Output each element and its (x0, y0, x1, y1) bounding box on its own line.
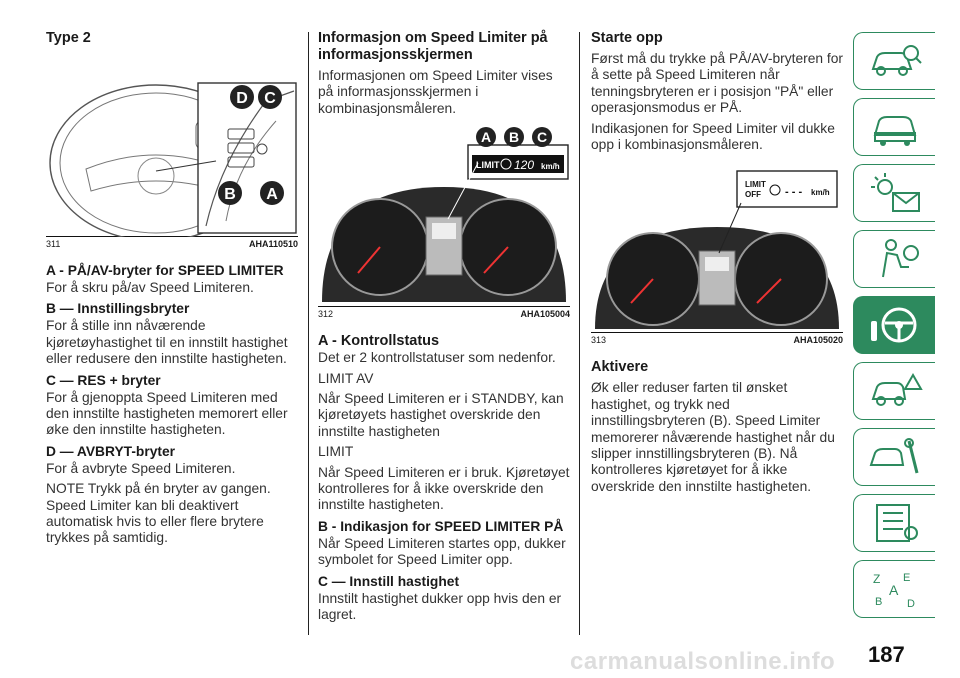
airbag-seat-icon (881, 239, 919, 278)
chapter-tab-safety[interactable] (853, 230, 935, 288)
section-b-text: For å stille inn nåværende kjøretøyhasti… (46, 318, 288, 367)
figure-312: LIMIT 120 km/h A B C (318, 127, 570, 308)
car-search-icon (871, 45, 922, 76)
svg-text:B: B (875, 596, 882, 608)
display-limit-off: OFF (745, 190, 761, 199)
steering-wheel-illustration: D C B A (49, 82, 297, 242)
section-a-title: A - PÅ/AV-bryter for SPEED LIMITER (46, 263, 284, 278)
figure-311: D C B A (46, 51, 298, 242)
paragraph-3: Øk eller reduser farten til ønsket hasti… (591, 380, 835, 494)
column-3: Starte opp Først må du trykke på PÅ/AV-b… (591, 30, 843, 497)
callout-d-label: D (236, 90, 248, 107)
car-wrench-icon (869, 438, 918, 474)
svg-text:Z: Z (873, 572, 880, 586)
section-heading: Starte opp (591, 30, 663, 46)
display-unit: km/h (811, 188, 830, 197)
section-heading: Informasjon om Speed Limiter på informas… (318, 30, 548, 63)
status2-label: LIMIT (318, 444, 354, 460)
section-heading: Aktivere (591, 359, 649, 376)
figure-caption: 313 AHA105020 (591, 333, 843, 345)
section-a-title: A - Kontrollstatus (318, 333, 440, 350)
section-a-text: For å skru på/av Speed Limiteren. (46, 280, 254, 295)
section-c-text: For å gjenoppta Speed Limiteren med den … (46, 389, 288, 438)
section-b-title: B - Indikasjon for SPEED LIMITER PÅ (318, 518, 564, 534)
light-message-icon (870, 173, 920, 212)
column-divider (579, 32, 580, 635)
section-heading: Type 2 (46, 30, 91, 46)
chapter-tab-car-info[interactable] (853, 98, 935, 156)
status2-text: Når Speed Limiteren er i bruk. Kjøretøye… (318, 464, 570, 513)
callout-c (258, 85, 282, 109)
figure-code: AHA110510 (248, 239, 298, 249)
figure-313: LIMIT OFF - - - km/h (591, 167, 843, 334)
callout-c (532, 127, 552, 148)
callout-a (476, 127, 496, 148)
section-c-title: C — Innstill hastighet (318, 573, 460, 589)
callout-a (260, 181, 284, 205)
note-text: NOTE Trykk på én bryter av gangen. Speed… (46, 481, 271, 546)
car-warning-icon (871, 372, 923, 406)
column-1: Type 2 D C B A 311 AHA110510 (46, 30, 298, 549)
callout-c-label: C (537, 129, 547, 145)
chapter-tab-emergency[interactable] (853, 362, 935, 420)
chapter-tab-car-search[interactable] (853, 32, 935, 90)
chapter-tab-driving[interactable] (853, 296, 935, 354)
figure-number: 311 (46, 239, 61, 249)
chapter-tab-specifications[interactable] (853, 494, 935, 552)
status1-label: LIMIT AV (318, 370, 374, 386)
display-limit-label: LIMIT (476, 160, 500, 170)
section-a-text: Det er 2 kontrollstatuser som nedenfor. (318, 350, 556, 366)
svg-text:D: D (907, 598, 915, 610)
display-unit: km/h (541, 162, 560, 171)
callout-b (504, 127, 524, 148)
watermark: carmanualsonline.info (570, 648, 836, 675)
callout-b-label: B (509, 129, 519, 145)
display-limit-label: LIMIT (745, 180, 766, 189)
display-speed: 120 (514, 158, 534, 172)
column-2: Informasjon om Speed Limiter på informas… (318, 30, 570, 626)
display-speed: - - - (785, 186, 802, 198)
intro-text: Informasjonen om Speed Limiter vises på … (318, 68, 553, 116)
section-c-text: Innstilt hastighet dukker opp hvis den e… (318, 590, 562, 623)
paragraph-2: Indikasjonen for Speed Limiter vil dukke… (591, 120, 835, 153)
figure-caption: 311 AHA110510 (46, 237, 298, 249)
spec-list-icon (875, 504, 918, 542)
chapter-tab-lights-messages[interactable] (853, 164, 935, 222)
callout-a-label: A (266, 186, 278, 203)
instrument-cluster-illustration: LIMIT 120 km/h A B C (322, 127, 569, 303)
chapter-tab-maintenance[interactable] (853, 428, 935, 486)
figure-caption: 312 AHA105004 (318, 307, 570, 319)
callout-b-label: B (224, 186, 236, 203)
figure-number: 312 (318, 309, 334, 320)
figure-code: AHA105020 (793, 335, 843, 346)
alphabet-index-icon: Z EAB D (873, 572, 915, 610)
svg-text:E: E (903, 572, 910, 584)
section-b-title: B — Innstillingsbryter (46, 301, 190, 317)
callout-a-label: A (481, 129, 491, 145)
figure-code: AHA105004 (520, 309, 570, 320)
steering-wheel-icon (870, 307, 916, 343)
car-info-icon (873, 116, 916, 146)
status1-text: Når Speed Limiteren er i STANDBY, kan kj… (318, 391, 564, 439)
callout-b (218, 181, 242, 205)
svg-text:A: A (889, 582, 899, 598)
instrument-cluster-illustration: LIMIT OFF - - - km/h (595, 170, 839, 330)
column-divider (308, 32, 309, 635)
callout-c-label: C (264, 90, 276, 107)
section-b-text: Når Speed Limiteren startes opp, dukker … (318, 535, 566, 568)
paragraph-1: Først må du trykke på PÅ/AV-bryteren for… (591, 51, 844, 116)
callout-d (230, 85, 254, 109)
page-number: 187 (868, 642, 905, 667)
section-d-title: D — AVBRYT-bryter (46, 443, 176, 459)
section-c-title: C — RES + bryter (46, 372, 161, 388)
figure-number: 313 (591, 335, 607, 346)
section-d-text: For å avbryte Speed Limiteren. (46, 460, 236, 476)
